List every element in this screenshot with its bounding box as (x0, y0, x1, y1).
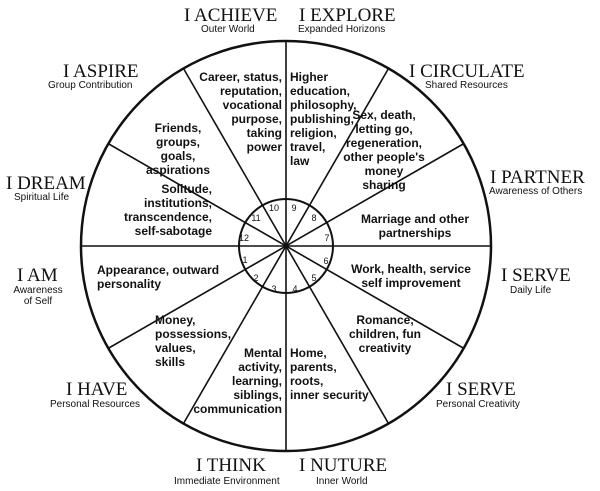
house-number-6: 6 (323, 256, 329, 266)
house-number-9: 9 (291, 203, 297, 213)
label-i-dream: I DREAM (6, 173, 86, 194)
house-1-text: Appearance, outward personality (97, 263, 220, 291)
sublabel-personal-resources: Personal Resources (50, 399, 141, 410)
label-i-am: I AM (17, 265, 58, 286)
house-number-11: 11 (251, 213, 261, 223)
sublabel-daily-life: Daily Life (510, 285, 552, 296)
house-number-2: 2 (253, 273, 259, 283)
house-number-3: 3 (271, 284, 277, 294)
sublabel-immediate-environment: Immediate Environment (174, 476, 280, 487)
sublabel-group-contribution: Group Contribution (48, 80, 133, 91)
sublabel-inner-world: Inner World (316, 476, 368, 487)
house-4-text: Home, parents, roots, inner security (290, 346, 369, 402)
house-number-1: 1 (242, 255, 248, 265)
house-divider-lines (81, 41, 491, 451)
sublabel-shared-resources: Shared Resources (425, 80, 508, 91)
label-i-nuture: I NUTURE (299, 455, 388, 476)
sublabel-expanded-horizons: Expanded Horizons (298, 24, 386, 35)
label-i-aspire: I ASPIRE (63, 61, 139, 82)
label-i-circulate: I CIRCULATE (409, 61, 525, 82)
house-number-8: 8 (311, 213, 317, 223)
house-number-12: 12 (238, 233, 249, 243)
house-7-text: Marriage and other partnerships (360, 212, 470, 240)
sublabel-personal-creativity: Personal Creativity (436, 399, 520, 410)
sublabel-spiritual-life: Spiritual Life (14, 192, 70, 203)
house-2-text: Money, possessions, values, skills (155, 313, 232, 369)
label-i-explore: I EXPLORE (299, 5, 396, 26)
house-8-text: Sex, death, letting go, regeneration, ot… (343, 108, 425, 192)
house-6-text: Work, health, service self improvement (351, 262, 471, 290)
house-number-10: 10 (268, 203, 279, 213)
house-10-text: Career, status, reputation, vocational p… (199, 70, 282, 154)
house-number-7: 7 (324, 233, 330, 243)
house-9-text: Higher education, philosophy, publishing… (290, 70, 357, 168)
house-11-text: Friends, groups, goals, aspirations (145, 121, 211, 177)
house-number-4: 4 (292, 284, 298, 294)
house-3-text: Mental activity, learning, siblings, com… (193, 346, 282, 416)
sublabel-outer-world: Outer World (201, 24, 255, 35)
label-i-achieve: I ACHIEVE (184, 5, 278, 26)
house-12-text: Solitude, institutions, transcendence, s… (123, 182, 212, 238)
house-5-text: Romance, children, fun creativity (349, 313, 421, 355)
label-i-have: I HAVE (66, 379, 128, 400)
label-i-serve-creative: I SERVE (446, 379, 516, 400)
label-i-think: I THINK (196, 455, 266, 476)
label-i-serve-daily: I SERVE (501, 265, 571, 286)
sublabel-awareness-of-self: Awareness of Self (13, 285, 63, 307)
sublabel-awareness-of-others: Awareness of Others (489, 186, 583, 197)
house-number-5: 5 (311, 273, 317, 283)
label-i-partner: I PARTNER (490, 167, 585, 188)
